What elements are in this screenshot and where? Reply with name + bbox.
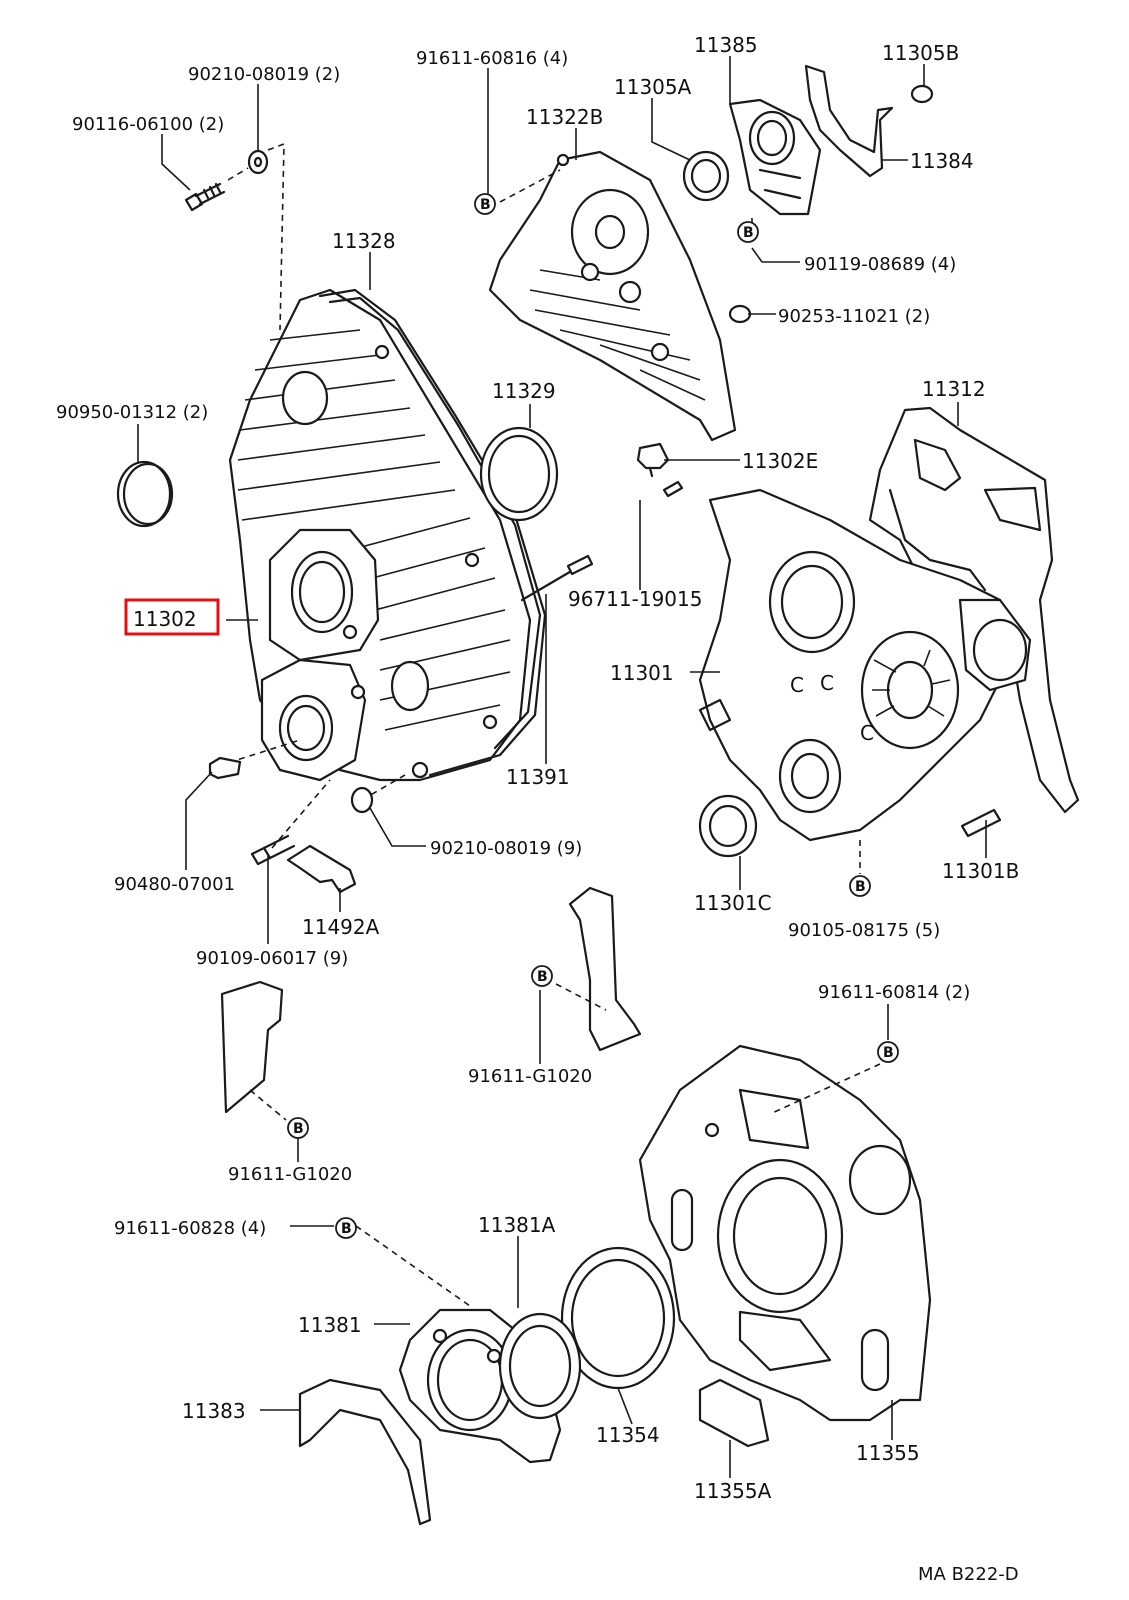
stud-11301B-part (960, 808, 1002, 838)
b-marker-2: B (737, 221, 759, 243)
upper-cover-11322B-part (488, 150, 737, 442)
label-11354[interactable]: 11354 (596, 1423, 660, 1447)
leader-lines (137, 56, 987, 1478)
bolt-90116-part (184, 182, 226, 212)
label-90119-08689-4[interactable]: 90119-08689 (4) (804, 254, 956, 275)
label-11391[interactable]: 11391 (506, 765, 570, 789)
label-11302[interactable]: 11302 (133, 607, 197, 631)
pin-11305B-part (910, 84, 934, 104)
end-plate-11355-part (638, 1044, 932, 1422)
diagram-code: MA B222-D (918, 1564, 1019, 1585)
label-11383[interactable]: 11383 (182, 1399, 246, 1423)
svg-text:C: C (790, 673, 804, 697)
label-11302E[interactable]: 11302E (742, 449, 818, 473)
label-11492A[interactable]: 11492A (302, 915, 380, 939)
label-11322B[interactable]: 11322B (526, 105, 603, 129)
label-11305B[interactable]: 11305B (882, 41, 959, 65)
oil-seal-11354-part (560, 1246, 676, 1390)
gasket-11383-part (298, 1378, 432, 1526)
washer-90480-part (208, 756, 242, 780)
gasket-11312-part (868, 406, 1080, 814)
washer-90210-part (247, 149, 269, 175)
oil-seal-11305A-part (682, 150, 730, 202)
bolt-90109-part (250, 834, 296, 866)
label-91611-60816-4[interactable]: 91611-60816 (4) (416, 48, 568, 69)
b-marker-7: B (335, 1217, 357, 1239)
plug-90950-part (116, 460, 174, 528)
b-marker-5: B (877, 1041, 899, 1063)
label-90253-11021-2[interactable]: 90253-11021 (2) (778, 306, 930, 327)
svg-text:B: B (537, 969, 548, 985)
label-96711-19015[interactable]: 96711-19015 (568, 587, 702, 611)
label-11355[interactable]: 11355 (856, 1441, 920, 1465)
b-marker-3: B (849, 875, 871, 897)
label-90210-08019-9[interactable]: 90210-08019 (9) (430, 838, 582, 859)
label-11381[interactable]: 11381 (298, 1313, 362, 1337)
cover-11355A-part (698, 1378, 770, 1448)
retainer-11381-part (398, 1308, 582, 1464)
svg-text:C: C (820, 671, 834, 695)
label-11385[interactable]: 11385 (694, 33, 758, 57)
timing-case-11301-part: C C C (698, 488, 1032, 842)
highlight-box-11302 (124, 598, 220, 636)
bracket-left-part (220, 980, 284, 1114)
oil-gauge-11391-part (520, 554, 594, 602)
label-11355A[interactable]: 11355A (694, 1479, 772, 1503)
label-11301C[interactable]: 11301C (694, 891, 772, 915)
svg-text:B: B (341, 1221, 352, 1237)
svg-text:B: B (293, 1121, 304, 1137)
clamp-11492A-part (286, 844, 357, 894)
gasket-11384-part (804, 64, 894, 178)
b-marker-4: B (531, 965, 553, 987)
plug-11302E-part (636, 442, 670, 478)
pin-90253-part (728, 304, 752, 324)
b-marker-1: B (474, 193, 496, 215)
svg-text:B: B (480, 197, 491, 213)
label-91611-60828-4[interactable]: 91611-60828 (4) (114, 1218, 266, 1239)
bracket-right-part (568, 886, 642, 1052)
pin-96711-part (662, 480, 684, 498)
label-90480-07001[interactable]: 90480-07001 (114, 874, 235, 895)
washer-90210-9-part (350, 786, 374, 814)
part-labels: 90210-08019 (2) 90116-06100 (2) 91611-60… (56, 33, 1019, 1585)
label-90210-08019-2[interactable]: 90210-08019 (2) (188, 64, 340, 85)
label-91611-G1020-left[interactable]: 91611-G1020 (228, 1164, 352, 1185)
label-11381A[interactable]: 11381A (478, 1213, 556, 1237)
label-11312[interactable]: 11312 (922, 377, 986, 401)
label-11301B[interactable]: 11301B (942, 859, 1019, 883)
svg-text:B: B (855, 879, 866, 895)
label-90109-06017-9[interactable]: 90109-06017 (9) (196, 948, 348, 969)
label-11384[interactable]: 11384 (910, 149, 974, 173)
housing-11385-part (728, 98, 822, 216)
svg-text:C: C (860, 721, 874, 745)
label-91611-G1020-right[interactable]: 91611-G1020 (468, 1066, 592, 1087)
o-ring-11329-part (479, 426, 559, 522)
label-11305A[interactable]: 11305A (614, 75, 692, 99)
timing-cover-11302-part (228, 288, 547, 782)
label-11329[interactable]: 11329 (492, 379, 556, 403)
svg-text:B: B (743, 225, 754, 241)
label-90950-01312-2[interactable]: 90950-01312 (2) (56, 402, 208, 423)
label-90116-06100-2[interactable]: 90116-06100 (2) (72, 114, 224, 135)
b-marker-6: B (287, 1117, 309, 1139)
label-11328[interactable]: 11328 (332, 229, 396, 253)
oil-seal-11301C-part (698, 794, 758, 858)
label-90105-08175-5[interactable]: 90105-08175 (5) (788, 920, 940, 941)
label-11301[interactable]: 11301 (610, 661, 674, 685)
svg-text:B: B (883, 1045, 894, 1061)
label-91611-60814-2[interactable]: 91611-60814 (2) (818, 982, 970, 1003)
